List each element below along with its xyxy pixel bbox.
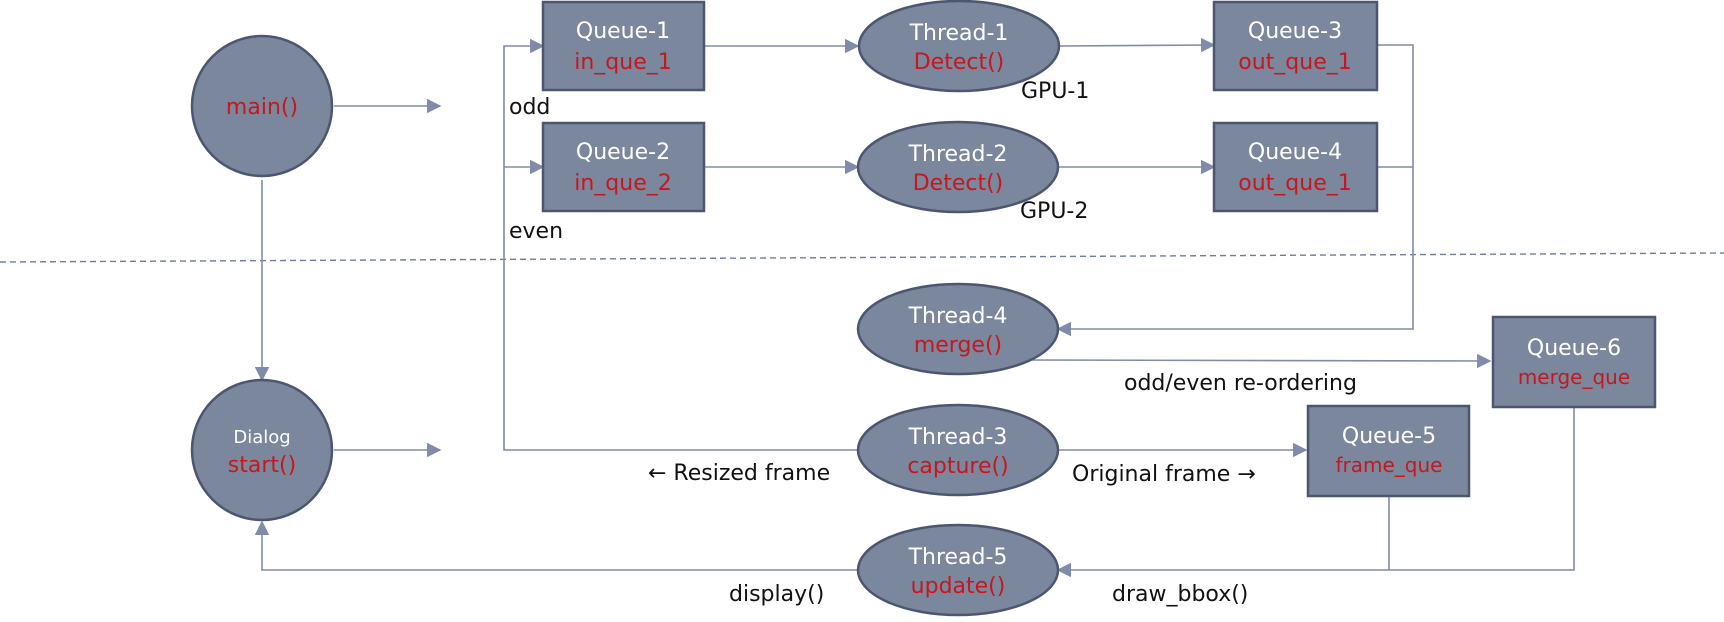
thread5-function: update() [911,574,1006,599]
queue4-title: Queue-4 [1248,140,1342,165]
main-label: main() [226,95,298,120]
even-label: even [509,219,563,244]
thread5-title: Thread-5 [908,545,1008,570]
main-node: main() [190,34,334,178]
thread1-node: Thread-1 Detect() [857,0,1061,93]
queue4-name: out_que_1 [1238,171,1351,196]
resized-frame-to-queue1 [503,38,858,451]
thread1-to-queue3 [1059,37,1216,53]
queue1-title: Queue-1 [576,19,670,44]
dialog-title: Dialog [233,427,290,448]
section-divider [0,252,1724,263]
queue6-name: merge_que [1518,365,1630,389]
queue1-name: in_que_1 [574,50,672,75]
thread4-node: Thread-4 merge() [856,282,1060,376]
queue3-node: Queue-3 out_que_1 [1212,0,1379,92]
resized-frame-label: ← Resized frame [648,461,830,486]
queue6-to-thread5 [1056,407,1575,578]
queue2-name: in_que_2 [574,171,672,196]
draw-bbox-label: draw_bbox() [1112,582,1248,607]
display-label: display() [729,582,824,607]
thread4-to-queue6 [1023,353,1492,369]
queue5-name: frame_que [1336,453,1443,477]
original-frame-label: Original frame → [1072,462,1256,487]
queue1-node: Queue-1 in_que_1 [541,0,706,92]
thread3-title: Thread-3 [908,425,1008,450]
queue4-node: Queue-4 out_que_1 [1212,121,1379,213]
thread2-title: Thread-2 [908,142,1008,167]
thread2-function: Detect() [913,171,1004,196]
queue2-title: Queue-2 [576,140,670,165]
queue2-node: Queue-2 in_que_2 [541,121,706,213]
thread5-to-dialog-arrow [254,520,858,571]
odd-label: odd [509,95,550,120]
queue3-name: out_que_1 [1238,50,1351,75]
thread1-title: Thread-1 [909,21,1009,46]
thread3-function: capture() [907,454,1008,479]
dialog-function: start() [228,453,296,478]
thread2-node: Thread-2 Detect() [856,120,1060,214]
thread4-function: merge() [914,333,1002,358]
queue6-node: Queue-6 merge_que [1491,315,1657,409]
gpu1-label: GPU-1 [1021,79,1089,104]
reordering-label: odd/even re-ordering [1124,371,1357,396]
thread4-title: Thread-4 [908,304,1008,329]
thread1-function: Detect() [914,50,1005,75]
queue5-node: Queue-5 frame_que [1306,404,1471,498]
thread5-node: Thread-5 update() [856,523,1060,617]
connectors [254,37,1575,578]
gpu2-label: GPU-2 [1020,199,1088,224]
queue3-to-thread4 [1056,44,1414,337]
queue6-title: Queue-6 [1527,336,1621,361]
edge-labels: odd even GPU-1 GPU-2 odd/even re-orderin… [509,79,1357,607]
queue3-title: Queue-3 [1248,19,1342,44]
queue5-title: Queue-5 [1342,424,1436,449]
dialog-node: Dialog start() [190,378,334,522]
thread3-node: Thread-3 capture() [856,403,1060,497]
